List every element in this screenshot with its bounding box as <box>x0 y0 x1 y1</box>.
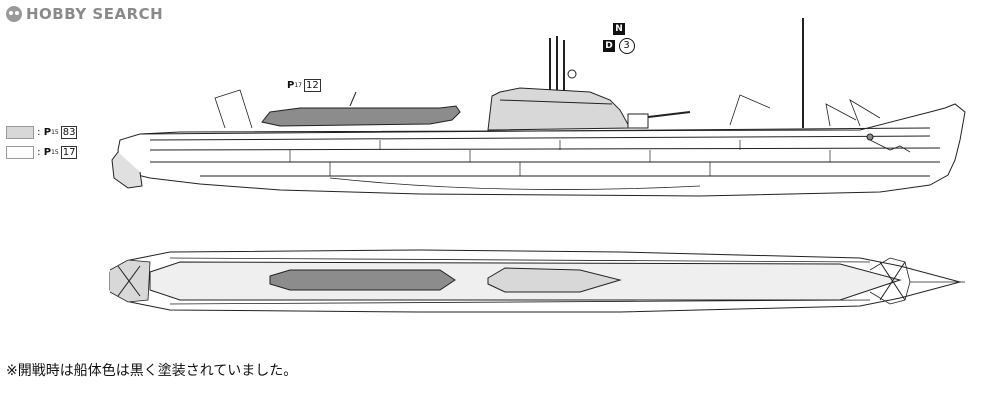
legend-swatch <box>6 146 34 159</box>
seaplane <box>261 105 461 127</box>
logo-text: HOBBY SEARCH <box>26 5 164 23</box>
callout-square-top: N <box>613 23 625 35</box>
callout-circle: 3 <box>618 38 635 54</box>
footnote: ※開戦時は船体色は黒く塗装されていました。 <box>6 363 298 379</box>
hobby-search-logo[interactable]: HOBBY SEARCH <box>4 3 163 25</box>
logo-mark-icon <box>6 6 22 22</box>
side-view <box>111 18 966 197</box>
top-view <box>109 249 965 313</box>
top-bridge <box>487 267 622 293</box>
legend-swatch <box>6 126 34 139</box>
tower-callout: N D 3 <box>603 21 635 54</box>
callout-square-bottom: D <box>603 40 615 52</box>
top-hangar <box>269 269 456 291</box>
conning-tower <box>487 87 631 131</box>
